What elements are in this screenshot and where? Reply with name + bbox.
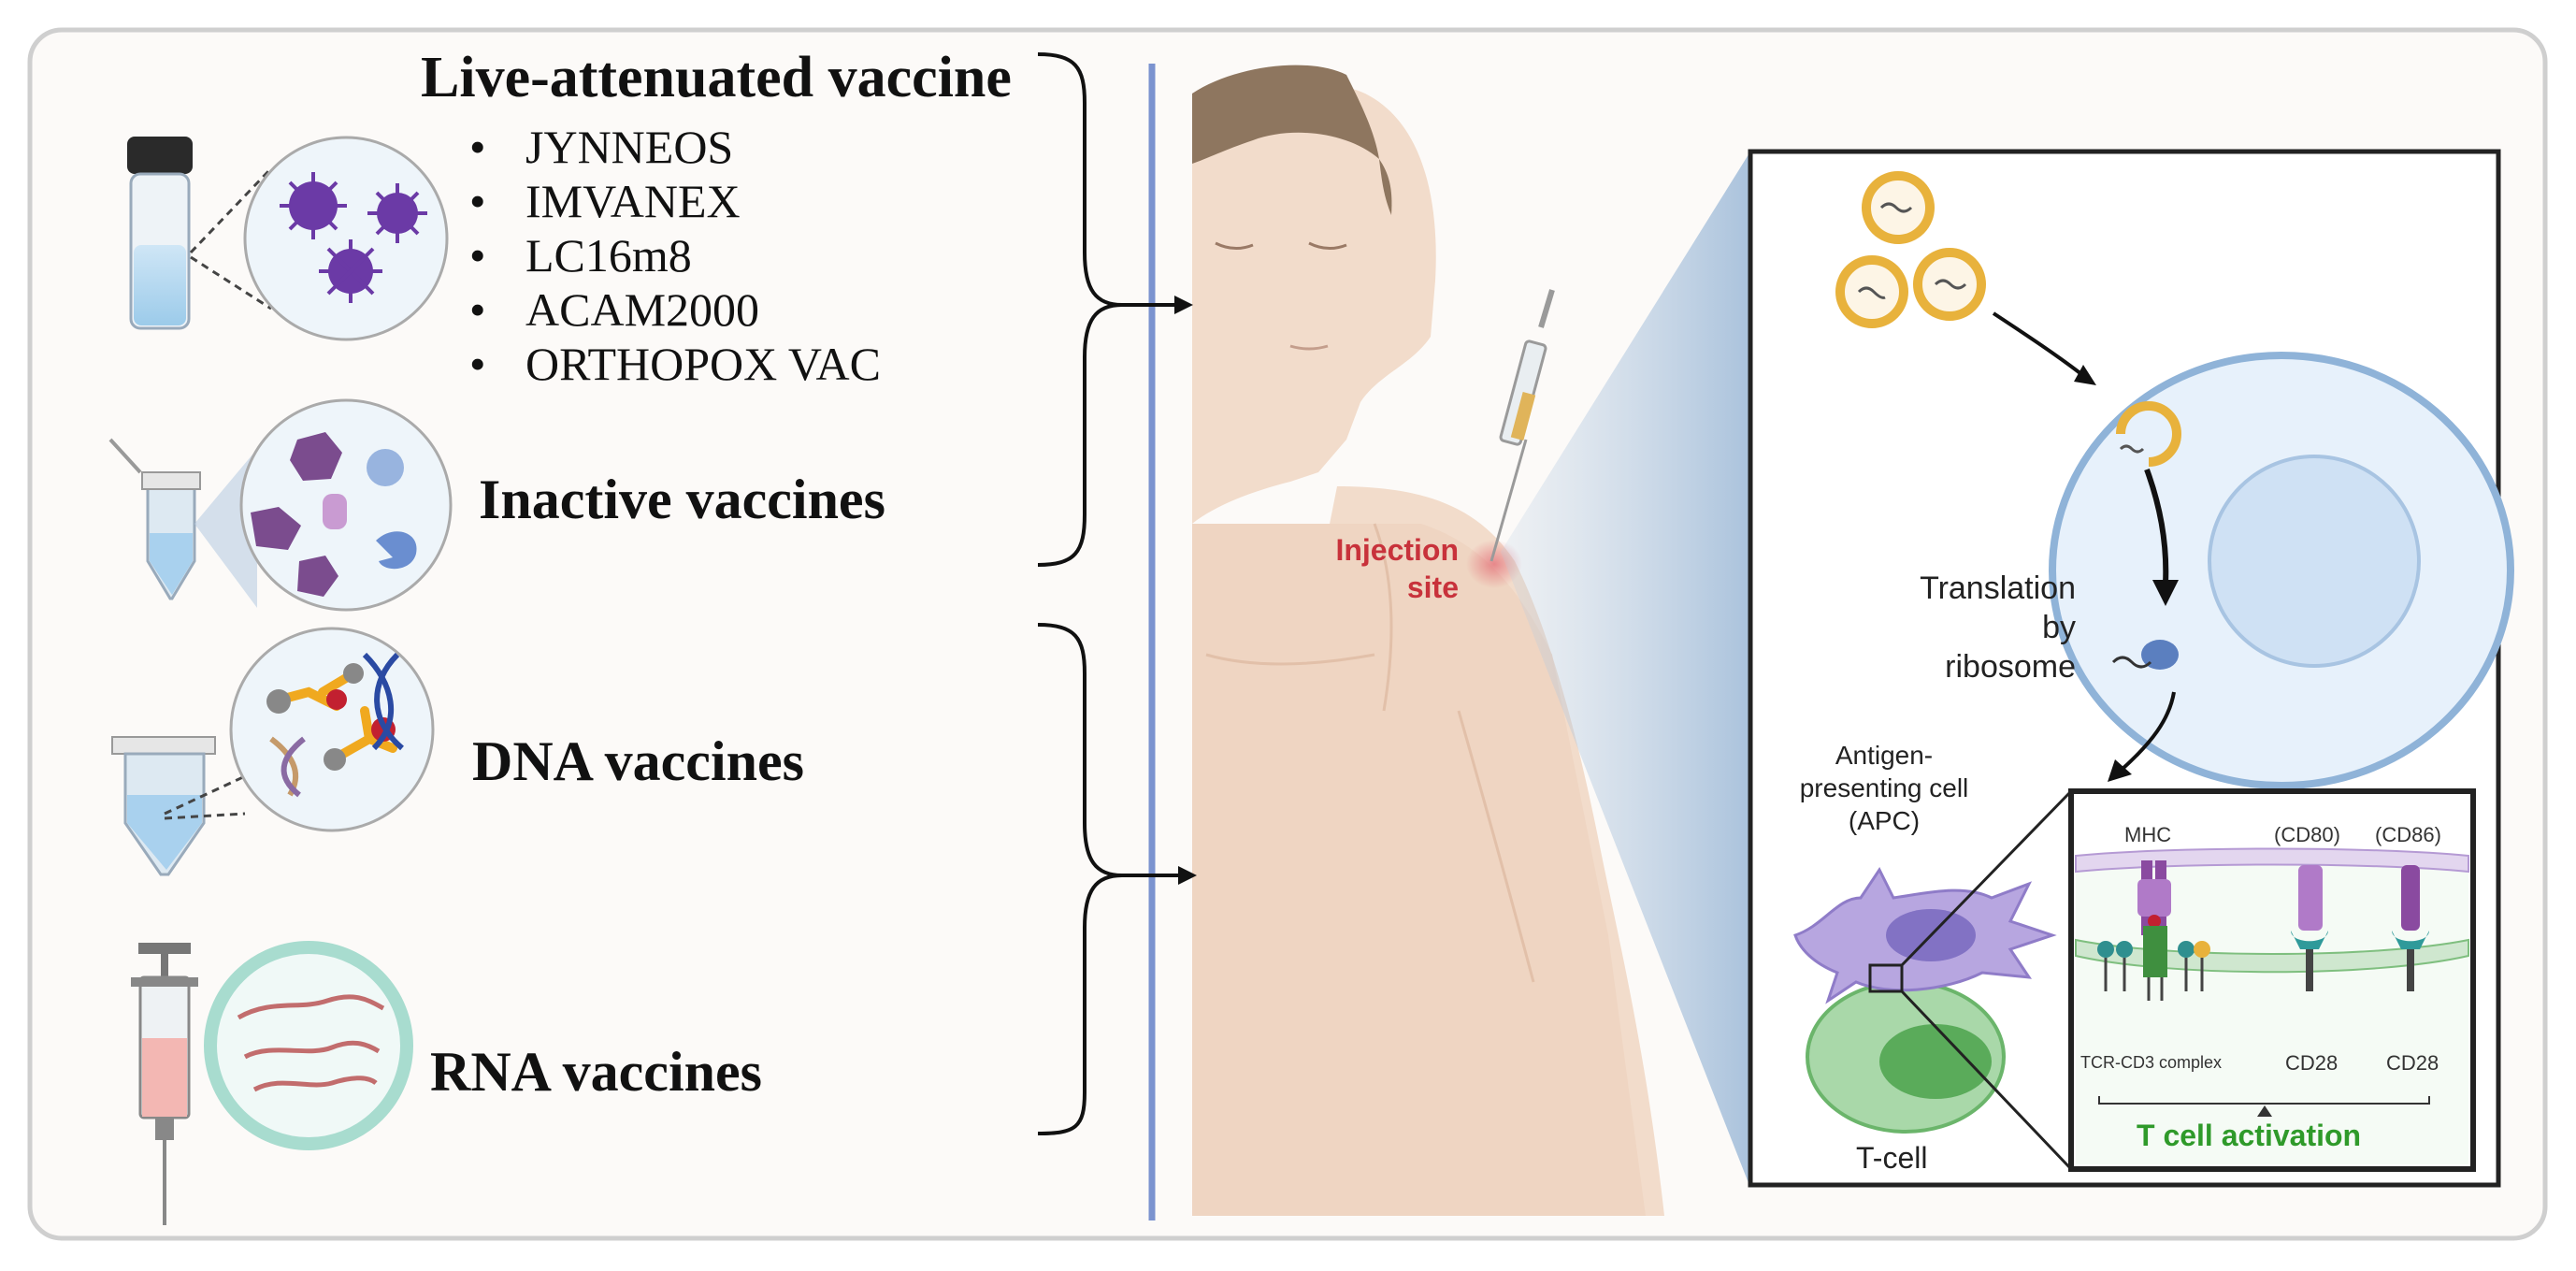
list-item: ACAM2000 bbox=[469, 282, 759, 337]
tcr-complex-icon bbox=[2097, 926, 2210, 1001]
t-cell-label: T-cell bbox=[1856, 1141, 1928, 1175]
injection-label-line: Injection bbox=[1335, 533, 1459, 567]
list-item: IMVANEX bbox=[469, 174, 741, 228]
vesicle-icon bbox=[1835, 171, 1986, 328]
apc-label: Antigen- presenting cell (APC) bbox=[1777, 739, 1992, 837]
list-item: JYNNEOS bbox=[469, 120, 733, 174]
rna-strand-icon bbox=[237, 994, 385, 1092]
t-cell-activation-label: T cell activation bbox=[2137, 1119, 2362, 1152]
zoom-box bbox=[1868, 963, 1904, 993]
apc-label-line: Antigen- bbox=[1835, 741, 1934, 770]
arrow-to-apc bbox=[2121, 691, 2176, 771]
zoom-beam bbox=[1501, 152, 1750, 1188]
t-cell-icon bbox=[1806, 980, 2006, 1134]
human-figure-icon bbox=[1192, 65, 1664, 1216]
list-item: ORTHOPOX VAC bbox=[469, 337, 881, 391]
list-item: LC16m8 bbox=[469, 228, 692, 282]
rna-vaccines-title: RNA vaccines bbox=[430, 1041, 762, 1103]
arrow-to-cell bbox=[1992, 311, 2083, 376]
cd80-label: (CD80) bbox=[2274, 823, 2340, 846]
apc-label-line: presenting cell bbox=[1799, 773, 1969, 802]
mhc-molecule-icon bbox=[2137, 860, 2171, 935]
translation-label-line: Translation bbox=[1920, 571, 2076, 606]
translation-label-line: by bbox=[2042, 610, 2076, 645]
vial-icon bbox=[127, 137, 193, 330]
mhc-label: MHC bbox=[2124, 823, 2172, 846]
tcr-cd3-label: TCR-CD3 complex bbox=[2080, 1053, 2223, 1072]
translation-label-line: ribosome bbox=[1945, 649, 2076, 685]
cd28-label-a: CD28 bbox=[2285, 1051, 2339, 1075]
translation-label: Translation by ribosome bbox=[1870, 569, 2076, 686]
cd28-label-b: CD28 bbox=[2386, 1051, 2439, 1075]
injection-syringe-icon bbox=[1489, 289, 1555, 562]
apc-label-line: (APC) bbox=[1848, 806, 1921, 835]
dna-vaccines-title: DNA vaccines bbox=[472, 730, 804, 792]
injection-site-label: Injection site bbox=[1286, 531, 1459, 606]
cd86-cd28-icon bbox=[2392, 865, 2429, 991]
inactive-vaccines-title: Inactive vaccines bbox=[479, 469, 885, 530]
dna-icon bbox=[269, 652, 404, 798]
ribosome-icon bbox=[2111, 640, 2179, 670]
tube-icon bbox=[108, 438, 201, 600]
tube-icon bbox=[111, 736, 216, 876]
live-attenuated-title: Live-attenuated vaccine bbox=[421, 46, 1012, 109]
injection-label-line: site bbox=[1406, 571, 1459, 604]
cd80-cd28-icon bbox=[2291, 865, 2328, 991]
syringe-icon bbox=[131, 943, 198, 1225]
cd86-label: (CD86) bbox=[2375, 823, 2441, 846]
